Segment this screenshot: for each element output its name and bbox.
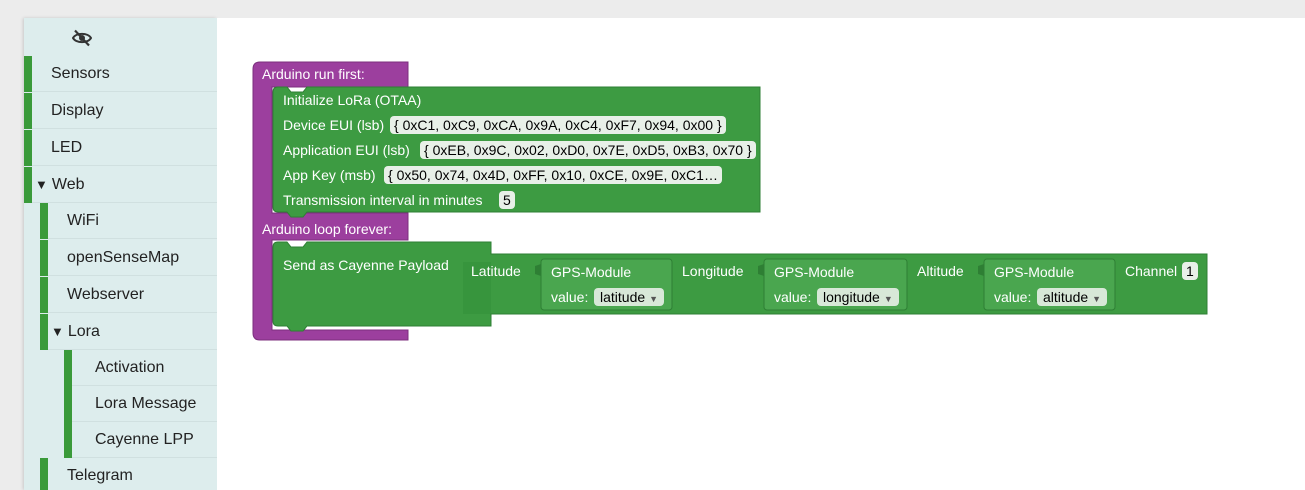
category-color-bar	[24, 93, 32, 129]
category-led[interactable]: LED	[24, 130, 217, 166]
gps-block-title: GPS-Module	[774, 264, 855, 280]
category-label: Lora Message	[95, 394, 197, 412]
blockly-workspace[interactable]	[217, 18, 1305, 490]
latitude-label: Latitude	[471, 263, 521, 279]
category-activation[interactable]: Activation	[64, 350, 217, 386]
gps-block-title: GPS-Module	[994, 264, 1075, 280]
app-eui-label: Application EUI (lsb)	[283, 142, 410, 158]
hide-toolbox-button[interactable]	[72, 28, 92, 48]
category-display[interactable]: Display	[24, 93, 217, 129]
gps-value-label: value:	[774, 289, 812, 305]
category-color-bar	[64, 386, 72, 422]
category-color-bar	[24, 130, 32, 166]
altitude-label: Altitude	[917, 263, 964, 279]
category-cayenne-lpp[interactable]: Cayenne LPP	[64, 422, 217, 458]
expanded-triangle-icon: ▼	[35, 177, 48, 192]
category-color-bar	[24, 167, 32, 203]
gps-value-dropdown-latitude[interactable]: latitude▼	[594, 288, 665, 306]
channel-label: Channel	[1125, 263, 1178, 279]
category-color-bar	[64, 350, 72, 386]
category-wifi[interactable]: WiFi	[40, 203, 217, 239]
category-lora-message[interactable]: Lora Message	[64, 386, 217, 422]
category-label: WiFi	[67, 211, 99, 229]
gps-value-label: value:	[551, 289, 589, 305]
gps-value-label: value:	[994, 289, 1032, 305]
category-sensors[interactable]: Sensors	[24, 56, 217, 92]
category-label: Lora	[67, 322, 100, 340]
category-color-bar	[24, 56, 32, 92]
dropdown-value: longitude	[823, 289, 880, 305]
longitude-label: Longitude	[682, 263, 744, 279]
interval-field[interactable]: 5	[499, 191, 515, 209]
dropdown-arrow-icon: ▼	[883, 294, 893, 304]
gps-block-title: GPS-Module	[551, 264, 632, 280]
category-color-bar	[64, 422, 72, 458]
category-opensensemap[interactable]: openSenseMap	[40, 240, 217, 276]
category-color-bar	[40, 314, 48, 350]
category-webserver[interactable]: Webserver	[40, 277, 217, 313]
device-eui-field[interactable]: { 0xC1, 0xC9, 0xCA, 0x9A, 0xC4, 0xF7, 0x…	[390, 116, 726, 134]
interval-label: Transmission interval in minutes	[283, 192, 483, 208]
category-label: Cayenne LPP	[95, 430, 194, 448]
app-key-label: App Key (msb)	[283, 167, 376, 183]
category-label: LED	[51, 138, 83, 156]
category-label: Sensors	[51, 64, 110, 82]
loop-block-title: Arduino loop forever:	[262, 221, 392, 237]
lora-init-title: Initialize LoRa (OTAA)	[283, 92, 422, 108]
setup-block-title: Arduino run first:	[262, 66, 365, 82]
dropdown-value: latitude	[600, 289, 646, 305]
app-key-field[interactable]: { 0x50, 0x74, 0x4D, 0xFF, 0x10, 0xCE, 0x…	[384, 166, 722, 184]
category-label: Telegram	[67, 466, 133, 484]
category-color-bar	[40, 240, 48, 276]
channel-field[interactable]: 1	[1182, 262, 1198, 280]
category-lora[interactable]: ▼ Lora	[40, 314, 217, 350]
category-color-bar	[40, 203, 48, 239]
category-color-bar	[40, 277, 48, 313]
eye-slash-icon	[72, 29, 92, 47]
gps-value-dropdown-altitude[interactable]: altitude▼	[1037, 288, 1108, 306]
category-label: Activation	[95, 358, 165, 376]
category-label: Display	[51, 101, 104, 119]
dropdown-value: altitude	[1043, 289, 1089, 305]
category-label: Web	[51, 175, 85, 193]
category-label: Webserver	[67, 285, 145, 303]
expanded-triangle-icon: ▼	[51, 324, 64, 339]
dropdown-arrow-icon: ▼	[1092, 294, 1102, 304]
app-eui-field[interactable]: { 0xEB, 0x9C, 0x02, 0xD0, 0x7E, 0xD5, 0x…	[420, 141, 756, 159]
cayenne-title: Send as Cayenne Payload	[283, 257, 449, 273]
category-telegram[interactable]: Telegram	[40, 458, 217, 490]
dropdown-arrow-icon: ▼	[649, 294, 659, 304]
device-eui-label: Device EUI (lsb)	[283, 117, 385, 133]
category-color-bar	[40, 458, 48, 490]
gps-value-dropdown-longitude[interactable]: longitude▼	[817, 288, 899, 306]
toolbox-sidebar: Sensors Display LED ▼ Web WiFi openSense…	[24, 18, 217, 490]
category-label: openSenseMap	[67, 248, 180, 266]
category-web[interactable]: ▼ Web	[24, 167, 217, 203]
